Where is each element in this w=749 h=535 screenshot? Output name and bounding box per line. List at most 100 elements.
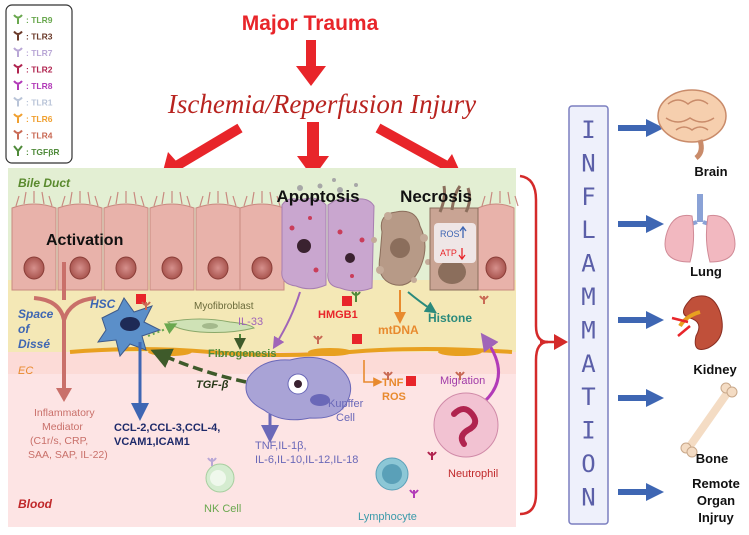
legend-item: : TLR2 — [13, 63, 53, 75]
arrow-trauma-shaft — [306, 40, 316, 68]
red-ligand-square — [342, 296, 352, 306]
bone-icon — [680, 382, 738, 458]
label-hmgb1: HMGB1 — [318, 309, 358, 321]
label-fibrogenesis: Fibrogenesis — [208, 348, 276, 360]
tlr-receptor-icon — [13, 63, 23, 74]
mediator-flow — [33, 262, 97, 402]
legend: : TLR9 : TLR3 : TLR7 : TLR2 : TLR8 : TLR1 : TL… — [5, 4, 73, 164]
label-cytokines-2: IL-6,IL-10,IL-12,IL-18 — [255, 454, 358, 466]
up-arrow-icon — [459, 225, 467, 238]
legend-label: : TLR6 — [26, 114, 53, 124]
label-lymphocyte: Lymphocyte — [358, 511, 417, 523]
inflammation-box — [568, 105, 609, 525]
arrow-tnf-ros — [363, 360, 383, 387]
blue-arrow — [618, 311, 664, 329]
legend-label: : TLR7 — [26, 48, 53, 58]
tlr-receptor-icon — [13, 96, 23, 107]
label-kupffer-1: Kupffer — [328, 398, 364, 410]
label-nk-cell: NK Cell — [204, 503, 241, 515]
myofibroblast-cell — [166, 318, 255, 333]
hepatocyte-cell — [103, 191, 149, 291]
hepatocyte-cell — [239, 191, 285, 291]
tlr-receptor-icon — [13, 14, 23, 24]
kupffer-cell — [245, 356, 352, 421]
label-mediator-1: Inflammatory — [34, 407, 95, 419]
label-neutrophil: Neutrophil — [448, 468, 498, 480]
label-lung: Lung — [690, 264, 722, 279]
inflammation-letter: I — [581, 116, 595, 144]
arrow-migration — [480, 332, 500, 404]
hsc-cell — [96, 294, 162, 358]
tgf-receptor-icon — [13, 145, 23, 156]
arrow-to-inflammation-head — [554, 334, 568, 350]
hepatocyte-cell — [11, 191, 57, 291]
blue-arrow — [618, 215, 664, 233]
legend-label: : TLR4 — [26, 131, 53, 141]
label-mediator-2: Mediator — [42, 421, 83, 433]
inflammation-letter: L — [581, 216, 595, 244]
space-of-disse-band — [8, 280, 516, 352]
blue-arrow — [618, 483, 664, 501]
label-ec: EC — [18, 365, 33, 377]
label-ros-up: ROS — [440, 229, 460, 239]
tlr-receptor-icon — [13, 129, 23, 140]
legend-item: : TLR8 — [13, 80, 53, 91]
neutrophil-cell — [433, 392, 499, 458]
brain-icon — [657, 89, 727, 160]
arrow-tgf-beta — [150, 348, 247, 384]
label-activation: Activation — [46, 232, 123, 249]
label-organ: Organ — [697, 493, 735, 508]
legend-item: : TGFβR — [13, 145, 60, 157]
legend-label: : TGFβR — [26, 147, 60, 157]
inflammation-letter: I — [581, 417, 595, 445]
legend-item: : TLR7 — [13, 47, 53, 58]
legend-item: : TLR6 — [13, 113, 53, 124]
legend-label: : TLR1 — [26, 98, 53, 108]
dotted-arrow-hsc-myofibroblast — [147, 323, 178, 337]
legend-item: : TLR9 — [13, 14, 53, 25]
apoptotic-cells — [281, 178, 375, 292]
label-tnf: TNF — [382, 377, 404, 389]
legend-item: : TLR4 — [13, 129, 53, 141]
tlr-receptor-icon — [13, 80, 23, 90]
hepatocyte-row — [11, 191, 519, 291]
label-cytokines-1: TNF,IL-1β, — [255, 440, 307, 452]
inflammation-letter: M — [581, 316, 595, 344]
label-ccl-line2: VCAM1,ICAM1 — [114, 436, 190, 448]
lung-icon — [664, 194, 736, 263]
inflammation-letter: M — [581, 283, 595, 311]
label-mediator-4: SAA, SAP, IL-22) — [28, 449, 108, 461]
label-disse: Dissé — [18, 337, 50, 351]
legend-box — [5, 4, 73, 164]
label-atp-down: ATP — [440, 248, 457, 258]
arrow-il33 — [272, 291, 301, 350]
hepatocyte-cell — [477, 191, 519, 291]
label-myofibroblast: Myofibroblast — [194, 301, 254, 312]
ec-band — [8, 352, 516, 374]
legend-label: : TLR9 — [26, 15, 53, 25]
label-remote: Remote — [692, 476, 740, 491]
label-ccl-line1: CCL-2,CCL-3,CCL-4, — [114, 422, 220, 434]
inflammation-letter: T — [581, 383, 595, 411]
legend-item: : TLR3 — [13, 30, 53, 42]
legend-item: : TLR1 — [13, 96, 53, 108]
red-ligand-square — [352, 334, 362, 344]
label-apoptosis: Apoptosis — [276, 187, 359, 206]
red-ligand-square — [136, 294, 146, 304]
necrotic-cell — [371, 210, 431, 286]
tlr-receptor-icon — [13, 47, 23, 57]
blue-arrow — [618, 389, 664, 407]
label-kupffer-2: Cell — [336, 412, 355, 424]
inflammation-letter: F — [581, 183, 595, 211]
label-of: of — [18, 322, 30, 336]
label-migration: Migration — [440, 375, 485, 387]
inflammation-letter: N — [581, 149, 595, 177]
subtitle-ischemia: Ischemia/Reperfusion Injury — [167, 89, 476, 119]
label-bone: Bone — [696, 451, 729, 466]
inflammation-letter: A — [581, 250, 596, 278]
label-hsc: HSC — [90, 297, 116, 311]
arrow-histone — [407, 291, 437, 314]
hepatocyte-cell — [195, 191, 241, 291]
